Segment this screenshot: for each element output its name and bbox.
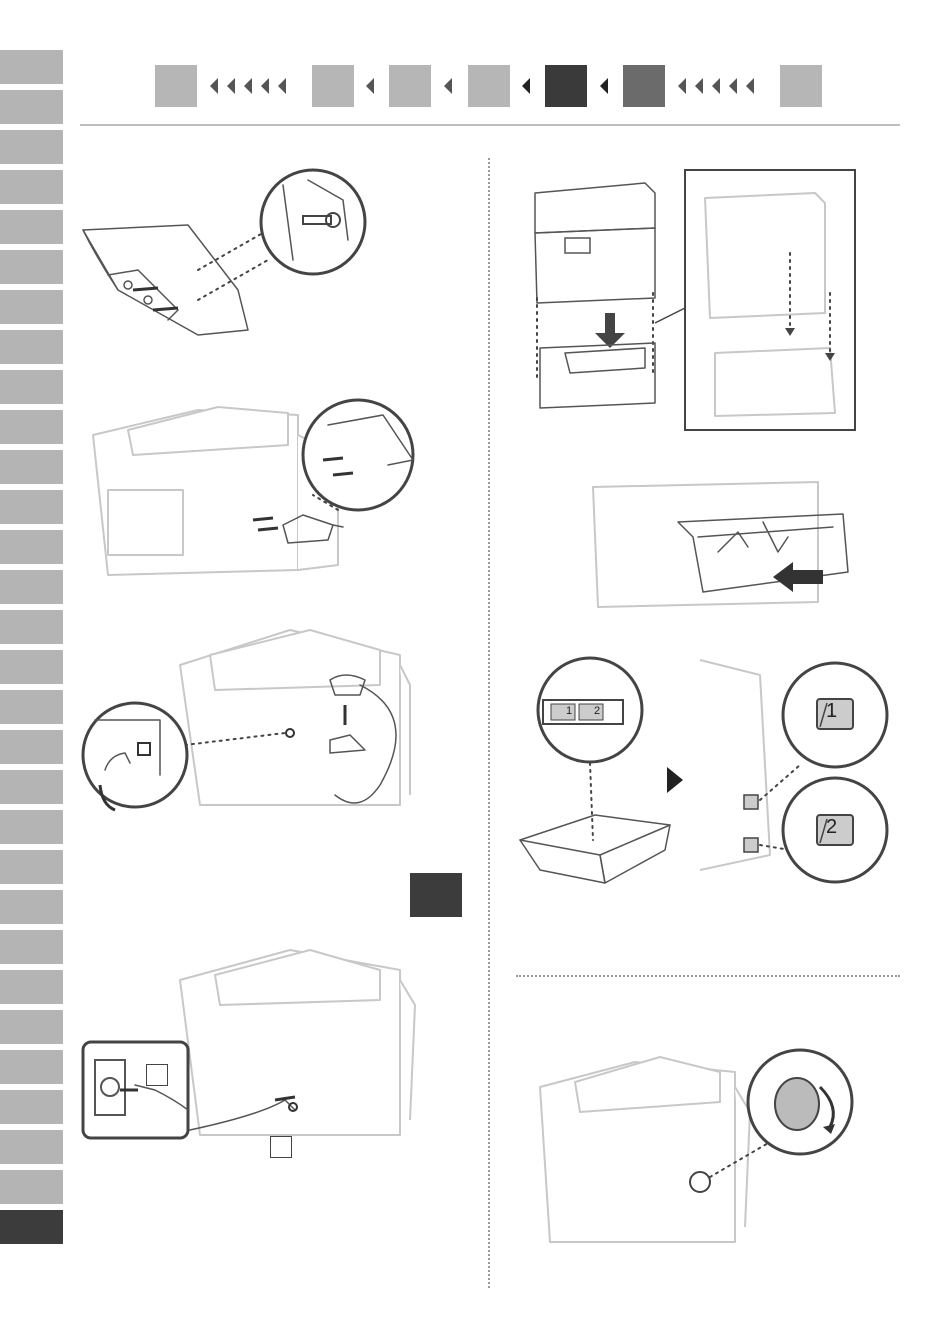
language-tab[interactable] [0,450,63,484]
language-tab-strip [0,50,63,1250]
nav-step-box [155,65,197,107]
language-tab[interactable] [0,330,63,364]
header-rule [80,124,900,126]
nav-step-box [468,65,510,107]
language-tab[interactable] [0,650,63,684]
language-tab[interactable] [0,370,63,404]
chevron-left-icon [598,76,612,96]
label-sheet-2: 2 [594,705,600,717]
cassette-label-1: 1 [826,700,837,723]
language-tab[interactable] [0,690,63,724]
language-tab[interactable] [0,1050,63,1084]
printer-rear-holder-illustration [88,395,423,585]
nav-step-box [389,65,431,107]
language-tab[interactable] [0,170,63,204]
language-tab[interactable] [0,770,63,804]
chevron-left-icons [208,76,298,96]
chevron-left-icons [676,76,766,96]
section-divider [516,975,900,977]
language-tab[interactable] [0,490,63,524]
language-tab[interactable] [0,890,63,924]
chevron-left-icon [442,76,456,96]
language-tab[interactable] [0,730,63,764]
language-tab[interactable] [0,970,63,1004]
nav-step-box [780,65,822,107]
paper-drawer-insert-illustration [588,462,853,612]
column-divider [488,158,490,1288]
step-navigation [0,0,950,120]
step-label-box-b [270,1136,292,1158]
power-cord-connection-illustration [80,945,415,1160]
language-tab[interactable] [0,1130,63,1164]
language-tab[interactable] [0,210,63,244]
nav-step-box-current [545,65,587,107]
printer-cassette-feeder-assembly-illustration [525,168,860,433]
language-tab[interactable] [0,1090,63,1124]
language-tab[interactable] [0,530,63,564]
step-label-box-a [146,1064,168,1086]
language-tab-active[interactable] [0,1210,63,1244]
language-tab[interactable] [0,1010,63,1044]
handset-holder-screws-illustration [78,180,378,350]
language-tab[interactable] [0,610,63,644]
language-tab[interactable] [0,250,63,284]
language-tab[interactable] [0,810,63,844]
nav-step-box [312,65,354,107]
cassette-label-2: 2 [826,816,837,839]
printer-cover-cap-illustration [535,1042,865,1252]
chevron-left-icon [364,76,378,96]
language-tab[interactable] [0,930,63,964]
language-tab[interactable] [0,570,63,604]
chevron-left-icon [520,76,534,96]
language-tab[interactable] [0,850,63,884]
language-tab[interactable] [0,130,63,164]
language-tab[interactable] [0,1170,63,1204]
step-marker-square [410,873,462,917]
nav-step-box [623,65,665,107]
label-sheet-1: 1 [566,705,572,717]
language-tab[interactable] [0,410,63,444]
cassette-label-illustration: 1 [515,655,890,890]
language-tab[interactable] [0,290,63,324]
telephone-line-connection-illustration [80,625,415,830]
